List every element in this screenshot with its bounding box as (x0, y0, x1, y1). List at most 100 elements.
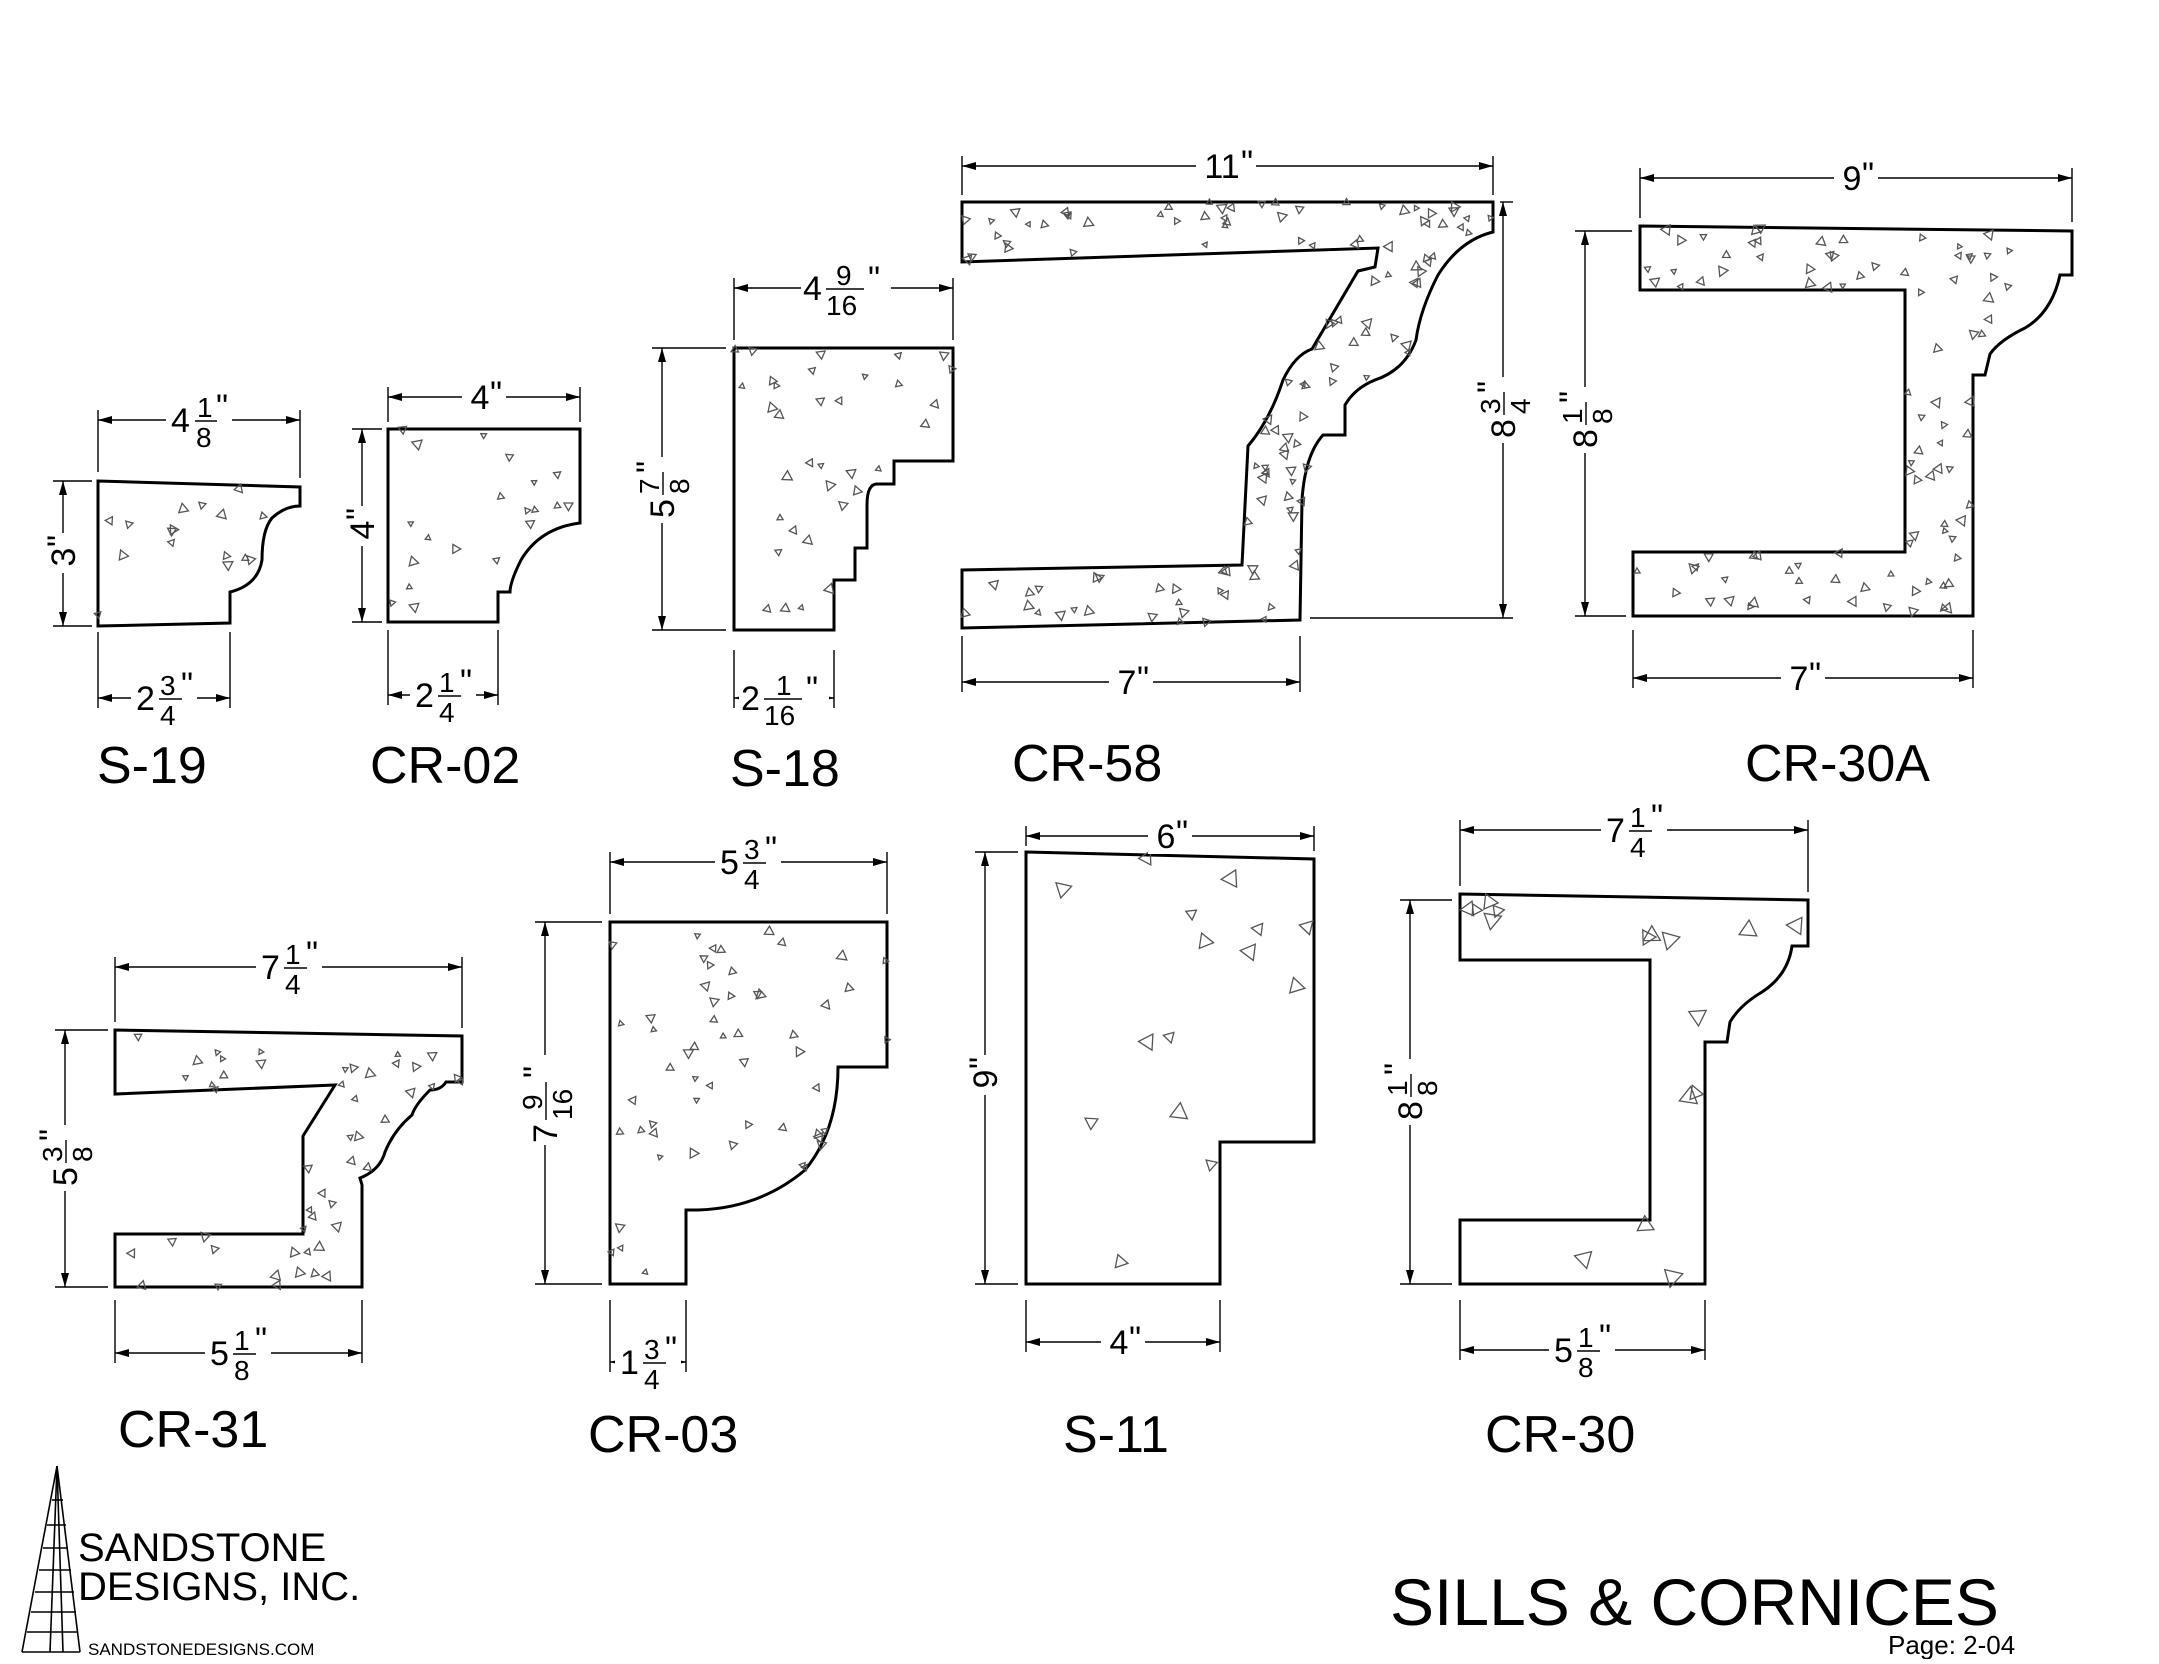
company-name-line1: SANDSTONE (78, 1526, 326, 1570)
profile-cr31-shape (113, 1028, 464, 1289)
aggregate-speck (524, 506, 533, 516)
aggregate-speck (2006, 247, 2014, 255)
aggregate-speck (1040, 219, 1050, 229)
aggregate-speck (1069, 248, 1079, 258)
aggregate-speck (929, 398, 940, 409)
aggregate-speck (1465, 228, 1474, 237)
aggregate-speck (644, 1013, 657, 1025)
cr03-left-dim: 7 9 16 " (517, 1055, 578, 1145)
aggregate-speck (524, 519, 536, 530)
cr31-left-dim: 5 3 8 " (33, 1125, 98, 1191)
aggregate-speck (328, 1199, 338, 1209)
aggregate-speck (1912, 444, 1924, 455)
aggregate-speck (1689, 1084, 1705, 1101)
aggregate-speck (1982, 313, 1993, 325)
aggregate-speck (1422, 257, 1433, 268)
aggregate-speck (1982, 229, 1994, 242)
aggregate-speck (1059, 206, 1070, 217)
cr30a-left-dim-whole: 8 (1567, 429, 1605, 448)
aggregate-speck (404, 1087, 416, 1099)
svg-text:": " (306, 935, 318, 973)
aggregate-speck (1936, 439, 1944, 447)
dimension-arrowhead (286, 416, 300, 424)
aggregate-speck (737, 381, 746, 390)
aggregate-speck (689, 1147, 701, 1160)
aggregate-speck (1171, 582, 1183, 595)
aggregate-speck (1246, 565, 1259, 576)
aggregate-speck (705, 1081, 714, 1091)
dimension-arrowhead (61, 1030, 69, 1044)
dimension-arrowhead (610, 858, 624, 866)
aggregate-speck (1178, 607, 1191, 619)
aggregate-speck (1747, 602, 1755, 611)
aggregate-speck (797, 603, 805, 611)
aggregate-speck (1940, 420, 1949, 430)
aggregate-speck (1659, 223, 1671, 237)
dimension-arrowhead (98, 694, 112, 702)
cr03-top-dim-den: 4 (744, 864, 760, 895)
aggregate-speck (181, 1074, 190, 1082)
dimension-arrowhead (388, 691, 402, 699)
cr58-top-dim: 11 " (1196, 144, 1256, 186)
aggregate-speck (504, 453, 515, 463)
page-title: SILLS & CORNICES (1390, 1565, 1999, 1639)
aggregate-speck (1462, 214, 1471, 223)
aggregate-speck (1174, 597, 1184, 606)
aggregate-speck (665, 1062, 676, 1071)
aggregate-speck (1860, 581, 1872, 593)
dimension-arrowhead (1300, 832, 1314, 840)
s11-top-dim-value: 6 (1157, 818, 1176, 856)
cr58-bottom-dim: 7 " (1109, 660, 1153, 702)
aggregate-speck (1437, 218, 1449, 229)
aggregate-speck (650, 1025, 658, 1033)
dimension-arrowhead (1959, 674, 1973, 682)
aggregate-speck (1794, 576, 1804, 585)
s18-top-dim-whole: 4 (803, 270, 822, 308)
aggregate-speck (780, 469, 794, 481)
cr03-top-dim-whole: 5 (720, 844, 739, 882)
aggregate-speck (391, 1058, 400, 1069)
aggregate-speck (411, 1061, 423, 1073)
aggregate-speck (1913, 474, 1924, 485)
aggregate-speck (1276, 211, 1289, 224)
cr03-bottom-dim-den: 4 (644, 1364, 660, 1395)
aggregate-speck (775, 513, 785, 521)
aggregate-speck (1398, 203, 1411, 216)
dimension-arrowhead (734, 284, 748, 292)
aggregate-speck (1669, 268, 1678, 276)
aggregate-speck (388, 599, 397, 608)
cr30-bottom-dim-whole: 5 (1554, 1332, 1573, 1370)
aggregate-speck (166, 527, 178, 538)
aggregate-speck (1313, 339, 1326, 351)
aggregate-speck (1205, 1159, 1219, 1173)
aggregate-speck (835, 949, 848, 961)
cr02-top-dim-value: 4 (471, 379, 490, 417)
s19-bottom-dim-num: 3 (160, 670, 176, 701)
dimension-arrowhead (1406, 1270, 1414, 1284)
aggregate-speck (1297, 236, 1306, 246)
aggregate-speck (330, 1221, 343, 1234)
aggregate-speck (553, 500, 562, 509)
aggregate-speck (1938, 580, 1948, 589)
aggregate-speck (221, 560, 234, 572)
aggregate-speck (1288, 559, 1300, 572)
aggregate-speck (811, 1082, 821, 1093)
aggregate-speck (768, 375, 779, 386)
aggregate-speck (767, 400, 779, 414)
aggregate-speck (773, 381, 782, 390)
aggregate-speck (1721, 249, 1732, 259)
aggregate-speck (1678, 1085, 1699, 1105)
svg-text:": " (340, 508, 378, 520)
aggregate-speck (1661, 931, 1682, 952)
aggregate-speck (1802, 595, 1811, 605)
aggregate-speck (1954, 514, 1967, 528)
dimension-arrowhead (61, 1273, 69, 1287)
aggregate-speck (255, 1059, 267, 1070)
aggregate-speck (1948, 535, 1958, 544)
aggregate-speck (396, 425, 408, 436)
aggregate-speck (1492, 904, 1506, 919)
aggregate-speck (1200, 241, 1208, 249)
profile-cr03-shape (608, 920, 889, 1286)
cr02-bottom-dim-whole: 2 (415, 677, 434, 715)
dimension-arrowhead (962, 162, 976, 170)
